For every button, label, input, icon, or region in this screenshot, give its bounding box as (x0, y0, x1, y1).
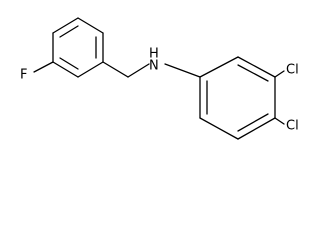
ring1-bond-bottom-right (77, 61, 104, 78)
carbon-fluorine-bond (33, 61, 54, 73)
amine-nitrogen-label: N (149, 59, 159, 74)
ring1-double-bond-upper (59, 25, 79, 38)
dichlorophenyl-ring (199, 56, 276, 140)
ring-methylene-bond (102, 61, 129, 78)
methylene-nitrogen-bond (127, 63, 150, 78)
ring2-bond-bottom-right (237, 117, 276, 140)
ring2-bond-bottom-left (199, 117, 239, 140)
ring2-double-bond-upper (237, 64, 269, 82)
ring1-bond-bottom-left (52, 61, 79, 78)
chlorine-atom-label-3: Cl (286, 63, 299, 78)
carbon-chlorine-bond-4 (274, 117, 285, 125)
ring2-double-bond-lower (237, 113, 269, 132)
nitrogen-ring-bond (164, 63, 201, 78)
chemical-structure-diagram: F H N Cl Cl (20, 17, 299, 140)
ring2-bond-top-right (237, 56, 276, 78)
carbon-chlorine-bond-3 (274, 70, 285, 78)
fluorine-atom-label: F (20, 68, 27, 83)
chlorine-atom-label-4: Cl (286, 119, 299, 134)
ring1-double-bond-lower (59, 57, 79, 70)
ring1-bond-top-right (77, 17, 104, 34)
fluorophenyl-ring (52, 17, 104, 78)
amine-hydrogen-label: H (149, 47, 159, 62)
ring1-bond-top-left (52, 17, 79, 34)
ring2-bond-top-left (199, 56, 239, 78)
